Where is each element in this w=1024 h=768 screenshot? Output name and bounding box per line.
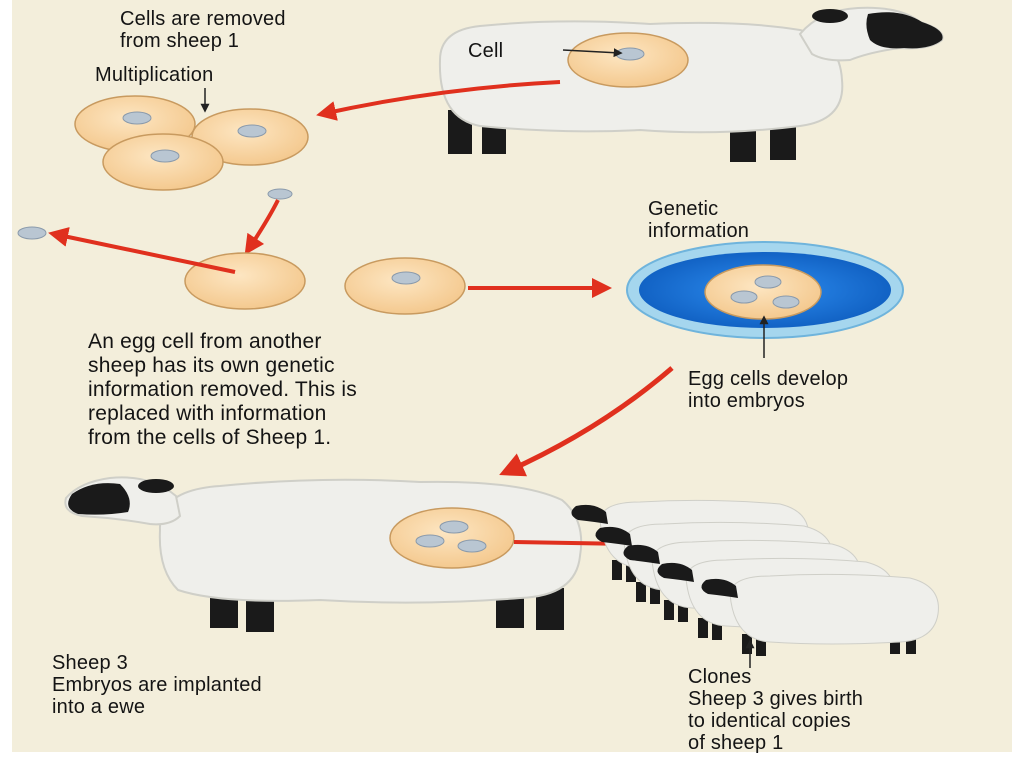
sheep-3 [64, 476, 583, 632]
cell-label: Cell [468, 40, 504, 62]
reconstructed-egg-cell [344, 257, 466, 315]
multiplication-label: Multiplication [95, 64, 214, 86]
implanted-embryo [389, 507, 515, 569]
multiplying-cells [74, 95, 309, 191]
egg-cell-enucleated [184, 252, 306, 310]
cell-pointer-line [562, 48, 623, 58]
arrow-to-multiplication [316, 80, 561, 121]
removed-egg-nucleus [17, 226, 47, 240]
egg-cell-description: An egg cell from another sheep has its o… [88, 330, 357, 449]
sheep-1 [438, 6, 944, 162]
sheep-3-label: Sheep 3 Embryos are implanted into a ewe [52, 652, 262, 718]
clones-label: Clones Sheep 3 gives birth to identical … [688, 666, 864, 754]
sheep-1-cell [567, 32, 689, 88]
arrow-nucleus-removed [48, 227, 236, 274]
clones-group [571, 499, 939, 656]
clone-sheep [701, 573, 939, 656]
arrow-to-sheep-3 [499, 366, 674, 477]
petri-dish [626, 241, 904, 339]
arrow-nucleus-to-egg [244, 199, 280, 255]
extracted-nucleus [267, 188, 293, 200]
